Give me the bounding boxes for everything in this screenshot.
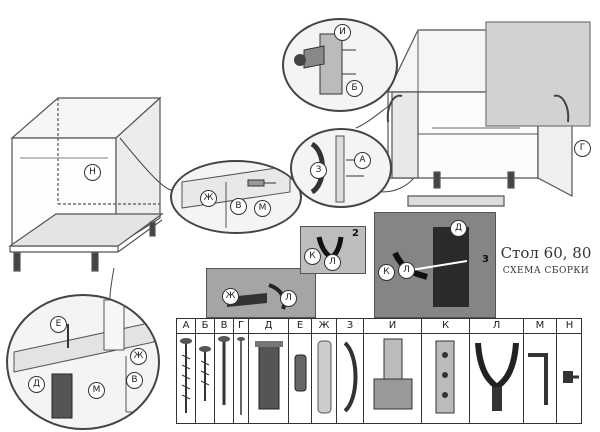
photo2-step-number: 2 (352, 228, 359, 239)
plinth-clip-icon (317, 340, 332, 414)
adjustable-leg-icon (255, 341, 283, 410)
photo1-callout-l: Л (280, 290, 297, 307)
photo3-callout-k: К (378, 264, 395, 281)
parts-column: Ж (312, 319, 337, 423)
hinge-detail-art (294, 33, 356, 95)
parts-column: Г (234, 319, 249, 423)
assembly-scheme-subtitle: СХЕМА СБОРКИ (502, 266, 590, 276)
hex-key-icon (528, 353, 548, 405)
parts-column: З (337, 319, 364, 423)
parts-column-letter: Г (234, 319, 248, 334)
parts-column-letter: В (215, 319, 233, 334)
callout-plinth-zh: Ж (200, 190, 217, 207)
photo2-callout-l: Л (324, 254, 341, 271)
callout-plinth-v: В (230, 198, 247, 215)
leg-clip-icon (475, 342, 519, 411)
callout-base-d: Д (28, 376, 45, 393)
handle-detail-art (310, 135, 364, 203)
nail-icon (237, 337, 245, 415)
confirmat-screw-icon (218, 336, 230, 405)
parts-column-letter: И (364, 319, 421, 334)
callout-base-e: Е (50, 316, 67, 333)
parts-column: Д (249, 319, 289, 423)
parts-column: И (364, 319, 422, 423)
parts-column-letter: А (177, 319, 195, 334)
callout-base-zh: Ж (130, 348, 147, 365)
right-cabinet-carcass (387, 21, 591, 207)
title-block: Стол 60, 80 СХЕМА СБОРКИ (494, 244, 598, 276)
callout-base-m: М (88, 382, 105, 399)
photo-plinth-clip (206, 268, 316, 318)
leg-detail-circle (6, 294, 160, 430)
product-title: Стол 60, 80 (500, 244, 592, 262)
photo2-callout-k: К (304, 248, 321, 265)
hinge-icon (373, 338, 413, 410)
parts-column: В (215, 319, 234, 423)
callout-base-v: В (126, 372, 143, 389)
parts-column-letter: Б (196, 319, 214, 334)
parts-column: Б (196, 319, 215, 423)
callout-handle-a: А (354, 152, 371, 169)
parts-column: М (524, 319, 557, 423)
parts-column-letter: Е (289, 319, 311, 334)
parts-column-letter: К (422, 319, 469, 334)
parts-column: А (177, 319, 196, 423)
parts-column: К (422, 319, 470, 423)
photo3-art (375, 213, 495, 317)
mounting-plate-icon (435, 340, 455, 414)
parts-column-letter: Н (557, 319, 582, 334)
dowel-icon (294, 354, 307, 392)
parts-column-letter: М (524, 319, 556, 334)
callout-handle-z: З (310, 162, 327, 179)
photo3-callout-d: Д (450, 220, 467, 237)
handle-detail-circle (290, 128, 392, 208)
callout-plinth-m: М (254, 200, 271, 217)
parts-column: Е (289, 319, 312, 423)
photo1-callout-zh: Ж (222, 288, 239, 305)
parts-column: Н (557, 319, 582, 423)
photo3-callout-l: Л (398, 262, 415, 279)
photo1-art (207, 269, 315, 317)
parts-column-letter: З (337, 319, 363, 334)
callout-door-g: Г (574, 140, 591, 157)
photo-leg-mount (300, 226, 366, 274)
leg-detail-art (13, 299, 155, 419)
callout-shelf-pin: Н (84, 164, 101, 181)
photo3-step-number: 3 (482, 254, 489, 265)
callout-hinge-b: Б (346, 80, 363, 97)
callout-hinge-i: И (334, 24, 351, 41)
shelf-pin-icon (563, 371, 579, 383)
handle-icon (343, 341, 358, 413)
plinth-detail-art (181, 165, 291, 228)
parts-column-letter: Ж (312, 319, 336, 334)
parts-column-letter: Д (249, 319, 288, 334)
plinth-detail-circle (170, 160, 302, 234)
parts-column-letter: Л (470, 319, 523, 334)
photo-leg-insert (374, 212, 496, 318)
long-screw-icon (180, 338, 192, 413)
left-cabinet-carcass (8, 96, 164, 272)
parts-column: Л (470, 319, 524, 423)
wood-screw-icon (199, 346, 211, 401)
